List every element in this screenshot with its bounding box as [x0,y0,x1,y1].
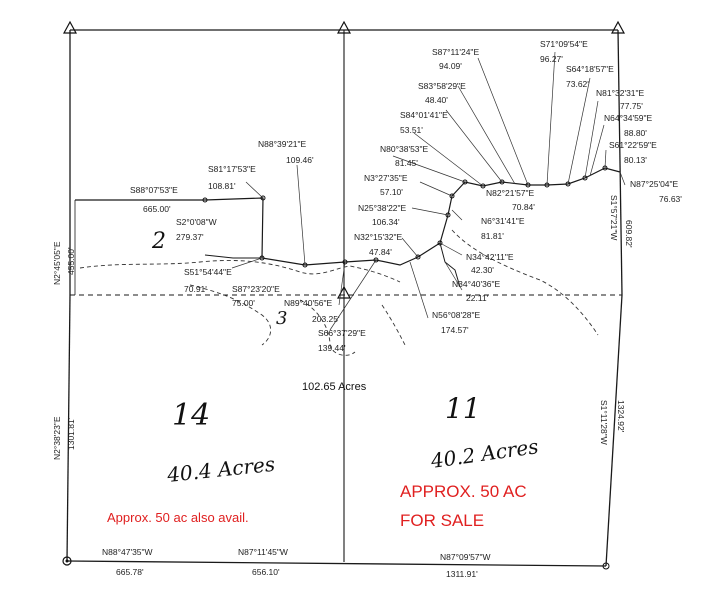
south-3-distance: 1311.91' [446,569,478,579]
creek-call-bearing: S88°07'53"E [130,185,178,195]
creek-call-distance: 139.44' [318,343,346,353]
creek-mark-2: 2 [151,229,166,254]
creek-call-bearing: N64°34'59"E [604,113,653,123]
south-3-bearing: N87°09'57"W [440,552,491,562]
tract-number-left: 14 [172,398,210,433]
creek-mark-3: 3 [276,308,287,329]
creek-call-bearing: N32°15'32"E [354,232,403,242]
south-1-distance: 665.78' [116,567,144,577]
for-sale-note-line2: FOR SALE [400,511,485,530]
east-lower-distance: 1324.92' [616,400,626,433]
creek-call-bearing: N88°39'21"E [258,139,307,149]
creek-call-bearing: S83°58'29"E [418,81,466,91]
also-available-note: Approx. 50 ac also avail. [107,510,249,525]
creek-call-bearing: S2°0'08"W [176,217,217,227]
creek-call-distance: 53.51' [400,125,423,135]
creek-dashed-path [79,229,599,356]
creek-call-distance: 77.75' [620,101,643,111]
creek-call-labels: S88°07'53"E 665.00' S81°17'53"E 108.81' … [130,39,682,353]
creek-call-distance: 665.00' [143,204,171,214]
corner-dot-icon [65,559,69,563]
creek-call-bearing: S64°18'57"E [566,64,614,74]
east-upper-distance: 609.82' [624,220,634,248]
creek-call-bearing: N3°27'35"E [364,173,408,183]
south-2-bearing: N87°11'45"W [238,547,288,557]
south-1-bearing: N88°47'35"W [102,547,153,557]
west-lower-distance: 1301.81' [66,417,76,450]
creek-call-distance: 70.84' [512,202,535,212]
corner-triangle-icon [336,20,352,34]
creek-call-distance: 75.00' [232,298,255,308]
creek-call-distance: 279.37' [176,232,204,242]
creek-call-distance: 109.46' [286,155,314,165]
creek-call-bearing: N25°38'22"E [358,203,407,213]
total-area-label: 102.65 Acres [302,381,367,393]
creek-call-distance: 47.84' [369,247,392,257]
creek-call-bearing: N82°21'57"E [486,188,535,198]
corner-circle-icon [62,556,72,566]
property-boundary [66,29,623,567]
creek-call-distance: 108.81' [208,181,236,191]
creek-call-bearing: S66°37'29"E [318,328,366,338]
creek-call-distance: 96.27' [540,54,563,64]
creek-call-distance: 94.09' [439,61,462,71]
creek-call-bearing: S61°22'59"E [609,140,657,150]
creek-call-distance: 80.13' [624,155,647,165]
creek-call-distance: 81.45' [395,158,418,168]
creek-call-distance: 106.34' [372,217,400,227]
east-upper-bearing: S1°57'21"W [609,195,619,240]
creek-call-distance: 81.81' [481,231,504,241]
creek-call-distance: 73.62' [566,79,589,89]
creek-call-distance: 203.25' [312,314,340,324]
corner-triangle-icon [610,20,626,34]
tract-area-left: 40.4 Acres [165,452,276,487]
corner-circle-icon [602,562,610,570]
leader-lines [231,51,626,331]
creek-call-distance: 42.30' [471,265,494,275]
tract-area-right: 40.2 Acres [428,434,539,473]
creek-call-distance: 88.80' [624,128,647,138]
creek-call-bearing: N87°25'04"E [630,179,679,189]
creek-call-bearing: S81°17'53"E [208,164,256,174]
west-lower-bearing: N2°38'23"E [52,416,62,460]
east-lower-bearing: S1°11'28"W [599,400,609,445]
creek-call-distance: 48.40' [425,95,448,105]
creek-call-bearing: S71°09'54"E [540,39,588,49]
creek-call-bearing: N34°40'36"E [452,279,501,289]
creek-call-bearing: S84°01'41"E [400,110,448,120]
creek-call-bearing: N6°31'41"E [481,216,525,226]
creek-call-bearing: N89°40'56"E [284,298,333,308]
creek-call-distance: 174.57' [441,325,469,335]
south-2-distance: 656.10' [252,567,280,577]
creek-call-distance: 57.10' [380,187,403,197]
creek-call-bearing: N34°42'11"E [466,252,514,262]
corner-triangle-icon [62,20,78,34]
tract-number-right: 11 [445,392,481,425]
west-upper-bearing: N2°45'05"E [52,241,62,285]
creek-call-bearing: S87°11'24"E [432,47,479,57]
for-sale-note-line1: APPROX. 50 AC [400,482,527,501]
creek-call-bearing: N56°08'28"E [432,310,481,320]
west-upper-distance: 455.00' [66,247,76,275]
creek-call-bearing: S87°23'20"E [232,284,280,294]
creek-call-bearing: S51°54'44"E [184,267,232,277]
creek-call-bearing: N80°38'53"E [380,144,429,154]
creek-call-distance: 76.63' [659,194,682,204]
creek-call-distance: 70.91' [184,284,207,294]
creek-call-distance: 22.11' [466,293,489,303]
creek-call-bearing: N81°32'31"E [596,88,645,98]
boundary-labels: N2°45'05"E 455.00' N2°38'23"E 1301.81' S… [52,195,634,579]
